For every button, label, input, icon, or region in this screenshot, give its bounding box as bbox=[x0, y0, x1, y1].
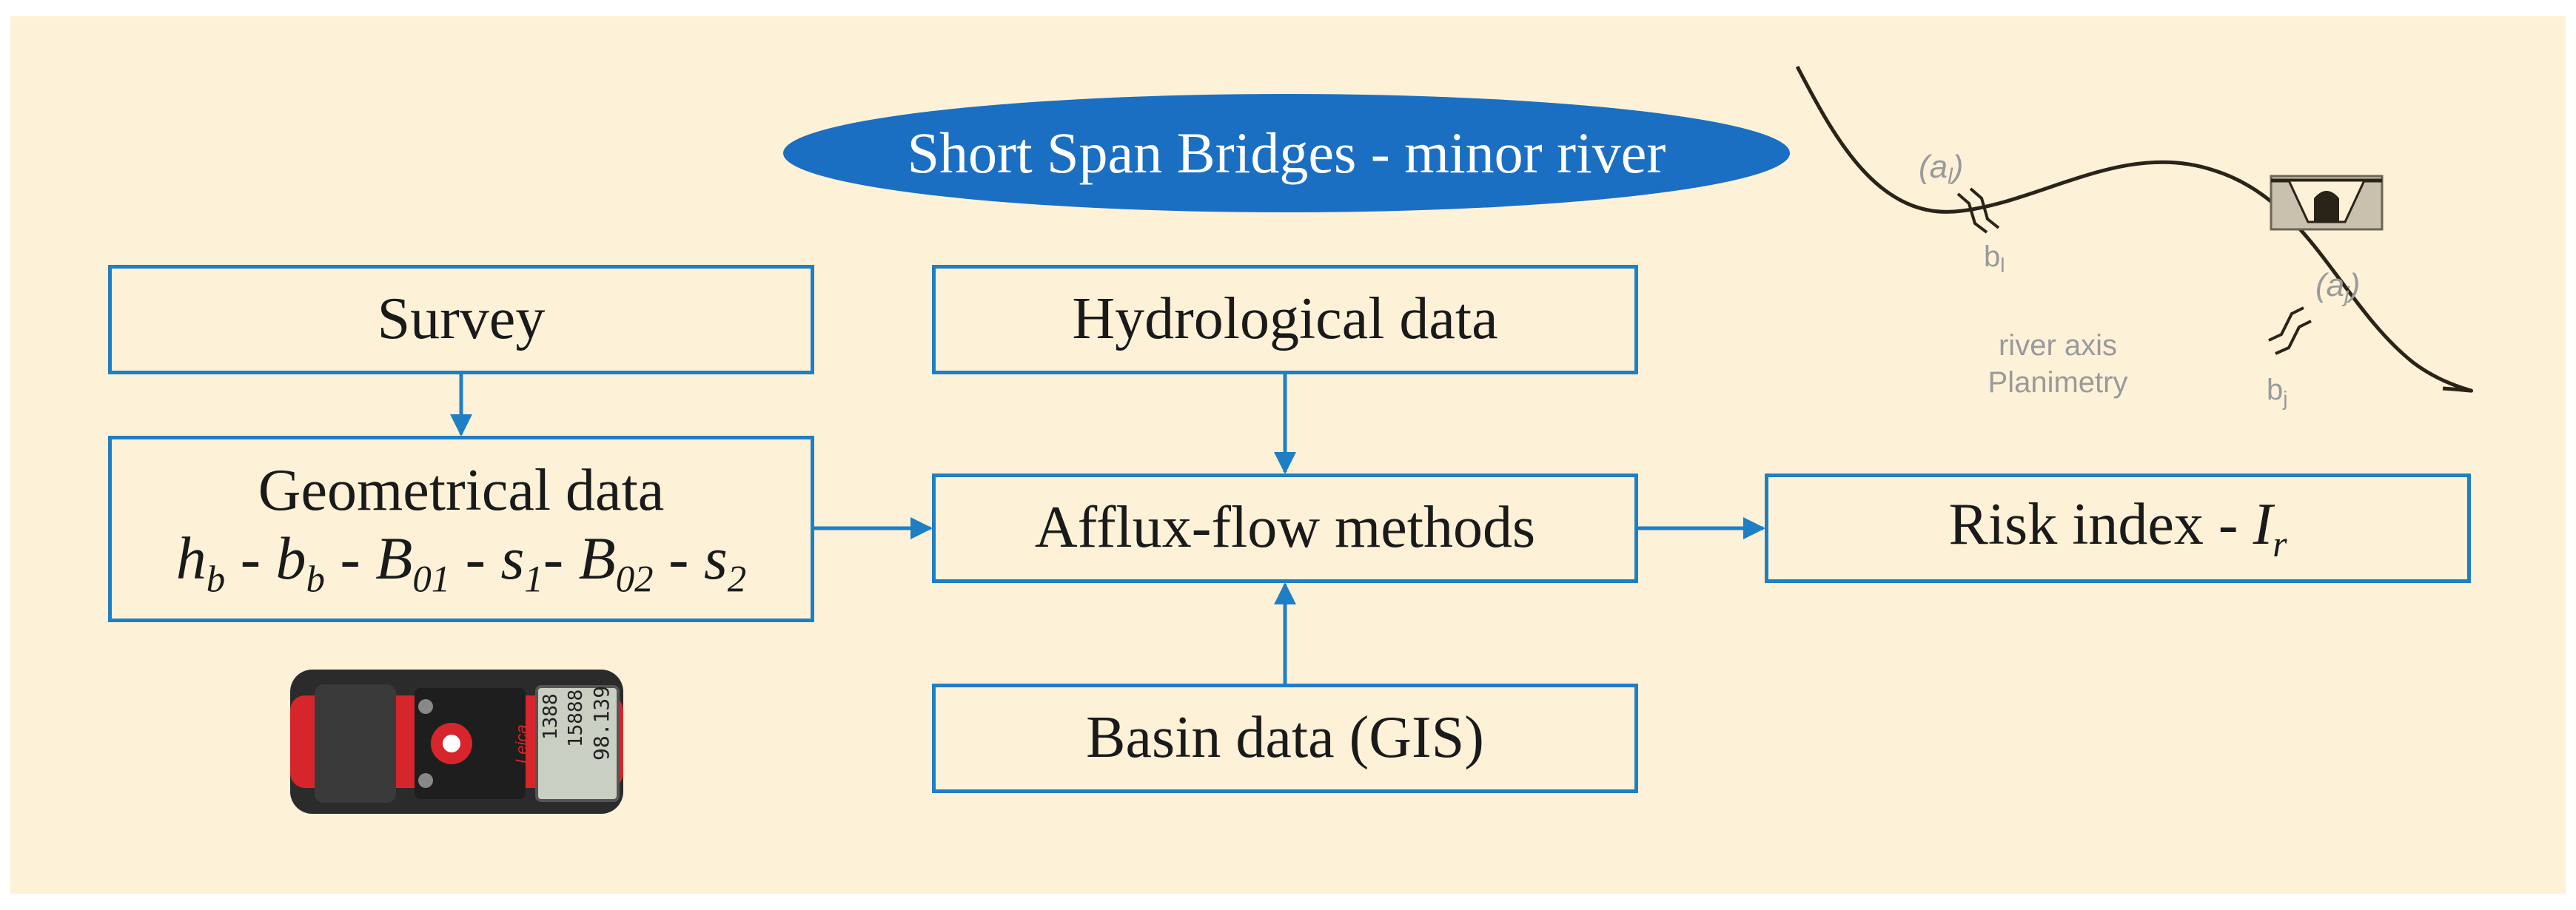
survey-box: Survey bbox=[108, 265, 814, 374]
channel-cross-section-icon bbox=[2270, 175, 2384, 231]
geometry-formula: hb - bb - B01 - s1- B02 - s2 bbox=[176, 525, 746, 600]
hydrological-label: Hydrological data bbox=[1072, 286, 1498, 352]
label-aj: (aj) bbox=[2315, 267, 2360, 307]
afflux-flow-methods-box: Afflux-flow methods bbox=[932, 473, 1638, 583]
risk-symbol: I bbox=[2253, 491, 2273, 557]
device-screen-line3: 98.139 bbox=[589, 686, 614, 761]
device-screen-line2: 15888 bbox=[565, 690, 587, 747]
geometrical-label: Geometrical data bbox=[258, 458, 665, 524]
device-brand: Leica bbox=[512, 724, 531, 764]
basin-label: Basin data (GIS) bbox=[1086, 705, 1484, 771]
bridge-symbol-j bbox=[2268, 306, 2312, 355]
risk-prefix: Risk index - bbox=[1948, 491, 2253, 557]
basin-data-box: Basin data (GIS) bbox=[932, 684, 1638, 793]
formula-b-sub: b bbox=[306, 558, 325, 600]
label-a1: (al) bbox=[1919, 149, 1963, 189]
bridge-symbol-1 bbox=[1956, 187, 2000, 234]
label-b1: bl bbox=[1984, 240, 2005, 277]
survey-label: Survey bbox=[377, 286, 546, 352]
caption-river-axis: river axis bbox=[1999, 329, 2117, 362]
formula-sep-3: - bbox=[450, 524, 501, 592]
formula-sep-1: - bbox=[225, 524, 276, 592]
geometrical-data-box: Geometrical data hb - bb - B01 - s1- B02… bbox=[108, 436, 814, 622]
risk-label: Risk index - Ir bbox=[1948, 492, 2287, 565]
risk-index-box: Risk index - Ir bbox=[1765, 473, 2471, 583]
formula-sep-5: - bbox=[653, 524, 704, 592]
formula-s1-sub: 1 bbox=[524, 558, 543, 600]
formula-s2-sub: 2 bbox=[727, 558, 747, 600]
title-ellipse: Short Span Bridges - minor river bbox=[783, 94, 1790, 212]
formula-b: b bbox=[275, 524, 306, 592]
risk-sub: r bbox=[2273, 523, 2287, 564]
formula-B01-sub: 01 bbox=[412, 558, 451, 600]
formula-B02: B bbox=[578, 524, 616, 592]
formula-sep-4: - bbox=[543, 524, 579, 592]
hydrological-data-box: Hydrological data bbox=[932, 265, 1638, 374]
formula-h-sub: b bbox=[206, 558, 226, 600]
caption-planimetry: Planimetry bbox=[1988, 366, 2128, 399]
formula-h: h bbox=[175, 524, 207, 592]
formula-s2: s bbox=[703, 524, 728, 592]
label-bj: bj bbox=[2267, 374, 2287, 410]
formula-s1: s bbox=[500, 524, 525, 592]
formula-sep-2: - bbox=[324, 524, 376, 592]
laser-distance-meter-icon: 1388 15888 98.139 Leica bbox=[290, 670, 623, 814]
device-screen-line1: 1388 bbox=[540, 693, 562, 740]
afflux-label: Afflux-flow methods bbox=[1034, 495, 1536, 561]
title-text: Short Span Bridges - minor river bbox=[907, 121, 1666, 185]
formula-B01: B bbox=[375, 524, 413, 592]
river-axis-curve bbox=[1795, 65, 2474, 393]
formula-B02-sub: 02 bbox=[615, 558, 654, 600]
